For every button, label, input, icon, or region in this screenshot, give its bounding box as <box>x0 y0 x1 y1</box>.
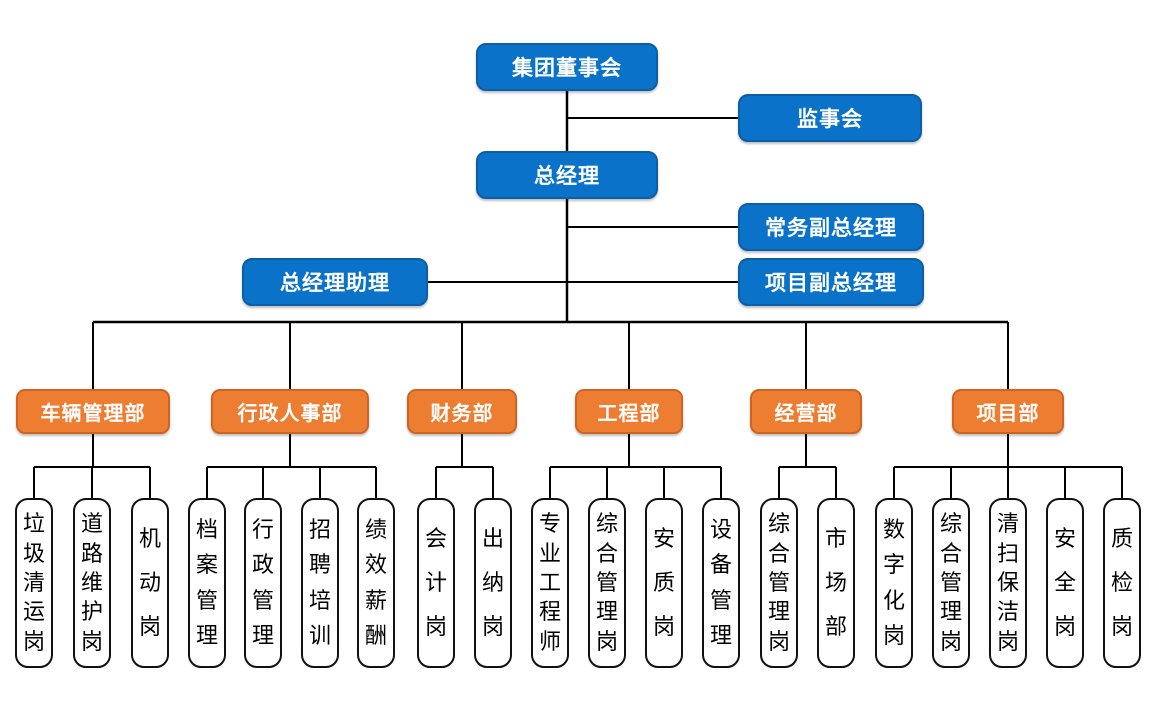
position-recruit-training: 招聘培训 <box>301 498 339 668</box>
node-general-manager: 总经理 <box>476 151 658 199</box>
position-accountant: 会计岗 <box>417 498 455 668</box>
dept-vehicle-management: 车辆管理部 <box>16 389 170 434</box>
position-archives-management: 档案管理 <box>188 498 226 668</box>
position-equipment-management: 设备管理 <box>702 498 740 668</box>
dept-engineering: 工程部 <box>575 389 683 434</box>
dept-operations: 经营部 <box>750 389 862 434</box>
position-quality-inspection: 质检岗 <box>1103 498 1141 668</box>
position-cashier: 出纳岗 <box>474 498 512 668</box>
dept-finance: 财务部 <box>407 389 517 434</box>
position-garbage-collection: 垃圾清运岗 <box>15 498 53 668</box>
node-executive-deputy-gm: 常务副总经理 <box>738 203 924 251</box>
position-admin-management: 行政管理 <box>244 498 282 668</box>
dept-admin-hr: 行政人事部 <box>211 389 369 434</box>
position-cleaning: 清扫保洁岗 <box>989 498 1027 668</box>
dept-project: 项目部 <box>952 389 1064 434</box>
position-professional-engineer: 专业工程师 <box>531 498 569 668</box>
node-gm-assistant: 总经理助理 <box>242 258 428 306</box>
position-safety: 安全岗 <box>1046 498 1084 668</box>
position-general-management-ops: 综合管理岗 <box>760 498 798 668</box>
position-performance-payroll: 绩效薪酬 <box>357 498 395 668</box>
position-digitalization: 数字化岗 <box>875 498 913 668</box>
position-market: 市场部 <box>817 498 855 668</box>
position-safety-quality: 安质岗 <box>645 498 683 668</box>
node-project-deputy-gm: 项目副总经理 <box>738 258 924 306</box>
node-supervisory-board: 监事会 <box>738 94 922 142</box>
position-mobile: 机动岗 <box>131 498 169 668</box>
position-general-management-eng: 综合管理岗 <box>588 498 626 668</box>
position-general-management-proj: 综合管理岗 <box>932 498 970 668</box>
position-road-maintenance: 道路维护岗 <box>73 498 111 668</box>
node-board-of-directors: 集团董事会 <box>476 43 658 91</box>
